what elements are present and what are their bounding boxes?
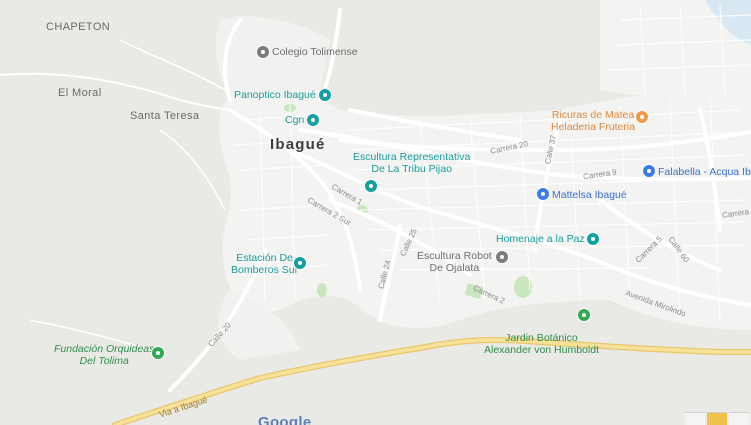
- poi-label-ricuras-de-matea[interactable]: Ricuras de Matea Heladeria Fruteria: [551, 109, 635, 133]
- poi-label-line: Heladeria Fruteria: [551, 121, 636, 134]
- poi-label-line: Alexander von Humboldt: [484, 344, 599, 357]
- poi-label-line: Bomberos Sur: [231, 264, 299, 277]
- poi-label-line: Fundación Orquideas: [54, 343, 155, 355]
- poi-label-line: Ricuras de Matea: [551, 109, 635, 121]
- fire-station-pin-icon[interactable]: [294, 257, 306, 269]
- shopping-pin-icon[interactable]: [537, 188, 549, 200]
- poi-label-line: Jardin Botánico: [505, 332, 578, 344]
- rural-road: [119, 39, 226, 91]
- poi-label-cgn[interactable]: Cgn: [285, 114, 305, 126]
- landmark-pin-icon[interactable]: [307, 114, 319, 126]
- museum-pin-icon[interactable]: [319, 89, 331, 101]
- main-roads: [168, 8, 751, 392]
- poi-label-line: Escultura Representativa: [353, 151, 471, 163]
- shopping-pin-icon[interactable]: [643, 165, 655, 177]
- google-logo: Google: [258, 414, 311, 425]
- poi-label-colegio-tolimense[interactable]: Colegio Tolimense: [272, 46, 358, 58]
- park: [514, 276, 532, 298]
- rural-road: [0, 72, 231, 111]
- poi-label-line: Del Tolima: [79, 355, 129, 368]
- park-pin-icon[interactable]: [578, 309, 590, 321]
- poi-label-estacion-bomberos[interactable]: Estación De Bomberos Sur: [231, 252, 298, 276]
- poi-label-line: De La Tribu Pijao: [371, 163, 452, 176]
- highway-via-ibague-core: [113, 338, 751, 425]
- rural-road: [29, 319, 166, 356]
- place-label-chapeton: CHAPETON: [46, 21, 111, 33]
- monument-pin-icon[interactable]: [587, 233, 599, 245]
- urban-area-north: [600, 0, 751, 96]
- park-pin-icon[interactable]: [152, 347, 164, 359]
- park: [464, 283, 484, 299]
- poi-label-mattelsa[interactable]: Mattelsa Ibagué: [552, 189, 627, 201]
- park: [317, 283, 327, 297]
- poi-label-line: Escultura Robot: [417, 250, 492, 262]
- poi-label-line: Estación De: [236, 252, 293, 264]
- rural-road: [159, 129, 226, 211]
- urban-area-west: [215, 16, 330, 101]
- poi-label-escultura-robot[interactable]: Escultura Robot De Ojalata: [417, 250, 492, 274]
- sculpture-pin-icon[interactable]: [496, 251, 508, 263]
- school-pin-icon[interactable]: [257, 46, 269, 58]
- sculpture-pin-icon[interactable]: [365, 180, 377, 192]
- poi-label-homenaje-a-la-paz[interactable]: Homenaje a la Paz: [496, 233, 585, 245]
- highway-via-ibague: [112, 337, 751, 425]
- poi-label-line: De Ojalata: [429, 262, 480, 275]
- map-control-button[interactable]: [729, 412, 749, 425]
- poi-label-escultura-representativa[interactable]: Escultura Representativa De La Tribu Pij…: [353, 151, 470, 175]
- poi-label-fundacion-orquideas[interactable]: Fundación Orquideas Del Tolima: [54, 343, 154, 367]
- pegman-icon[interactable]: [707, 412, 727, 425]
- ice-cream-pin-icon[interactable]: [636, 111, 648, 123]
- poi-label-falabella[interactable]: Falabella - Acqua Iba: [658, 166, 751, 178]
- poi-label-panoptico[interactable]: Panoptico Ibagué: [234, 89, 316, 101]
- city-label-ibague: Ibagué: [270, 136, 326, 153]
- map-control-button[interactable]: [685, 412, 705, 425]
- poi-label-jardin-botanico[interactable]: Jardin Botánico Alexander von Humboldt: [484, 332, 599, 356]
- google-logo-text: Google: [258, 414, 312, 425]
- place-label-santa-teresa: Santa Teresa: [130, 110, 200, 122]
- place-label-el-moral: El Moral: [58, 87, 102, 99]
- water-area: [705, 0, 751, 45]
